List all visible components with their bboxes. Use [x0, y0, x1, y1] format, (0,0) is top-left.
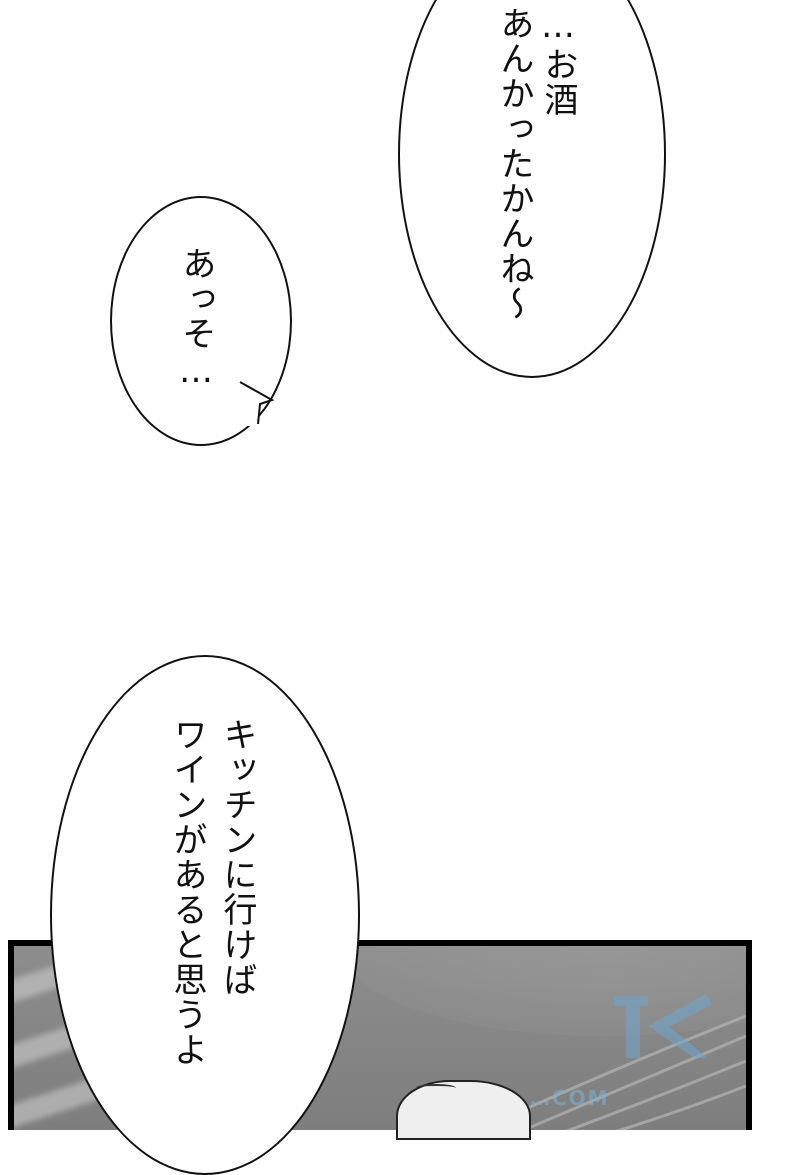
speech-text-3: キッチンに行けば ワインがあると思うよ [167, 717, 257, 1067]
watermark-text: …COM [530, 1086, 610, 1110]
speech-bubble-3: キッチンに行けば ワインがあると思うよ [50, 655, 360, 1175]
watermark-logo-icon [614, 994, 712, 1058]
speech-bubble-1: …お酒 あんかったかんね～ [398, 0, 666, 378]
speech-text-2: あっそ… [176, 246, 216, 392]
speech-text-1: …お酒 あんかったかんね～ [494, 6, 578, 321]
manga-page: …お酒 あんかったかんね～ あっそ… キッチンに行けば ワインがあると思うよ …… [8, 0, 752, 1175]
speech-bubble-tail [238, 381, 275, 426]
panel-object [396, 1080, 531, 1140]
